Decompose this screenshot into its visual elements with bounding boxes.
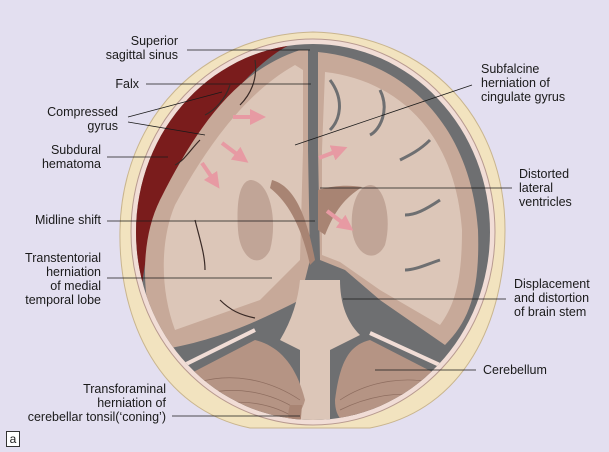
panel-label: a — [6, 431, 20, 447]
label-line: Superior — [130, 34, 178, 48]
label-distorted-ventricles: Distorted lateral ventricles — [519, 167, 572, 209]
shift-arrows — [200, 109, 354, 231]
leader-lines — [107, 49, 512, 417]
label-cerebellum: Cerebellum — [483, 363, 547, 377]
label-line: Compressed — [47, 105, 118, 119]
label-line: Subdural — [50, 143, 101, 157]
label-line: herniation of — [97, 396, 166, 410]
label-line: Displacement — [514, 277, 590, 291]
right-basal-nuclei — [351, 185, 388, 256]
label-line: Transforaminal — [83, 382, 166, 396]
left-lateral-ventricle — [270, 180, 315, 265]
label-line: Distorted — [519, 167, 570, 181]
label-line: cerebellar tonsil(‘coning’) — [27, 410, 166, 424]
label-line: ventricles — [519, 195, 572, 209]
label-brain-stem-displacement: Displacement and distortion of brain ste… — [514, 277, 590, 319]
right-sulci — [328, 79, 441, 272]
label-midline-shift: Midline shift — [35, 213, 101, 227]
label-compressed-gyrus: Compressed gyrus — [20, 105, 118, 133]
label-falx: Falx — [115, 77, 139, 91]
label-superior-sagittal-sinus: Superior sagittal sinus — [80, 34, 178, 62]
label-line: hematoma — [41, 157, 101, 171]
cerebellar-tonsil — [288, 405, 302, 420]
label-line: herniation of — [481, 76, 550, 90]
label-line: temporal lobe — [25, 293, 101, 307]
label-line: Transtentorial — [25, 251, 101, 265]
label-subdural-hematoma: Subdural hematoma — [10, 143, 101, 171]
sulci — [174, 59, 257, 319]
label-line: of brain stem — [514, 305, 587, 319]
label-line: sagittal sinus — [105, 48, 178, 62]
label-line: herniation — [46, 265, 101, 279]
right-lateral-ventricle — [318, 185, 362, 235]
left-basal-nuclei — [237, 180, 274, 261]
label-line: gyrus — [87, 119, 118, 133]
label-subfalcine-herniation: Subfalcine herniation of cingulate gyrus — [481, 62, 565, 104]
label-line: lateral — [519, 181, 554, 195]
label-line: Subfalcine — [481, 62, 540, 76]
label-transforaminal-herniation: Transforaminal herniation of cerebellar … — [0, 382, 166, 424]
label-line: and distortion — [514, 291, 590, 305]
label-line: of medial — [50, 279, 101, 293]
label-transtentorial-herniation: Transtentorial herniation of medial temp… — [0, 251, 101, 307]
label-line: cingulate gyrus — [481, 90, 566, 104]
